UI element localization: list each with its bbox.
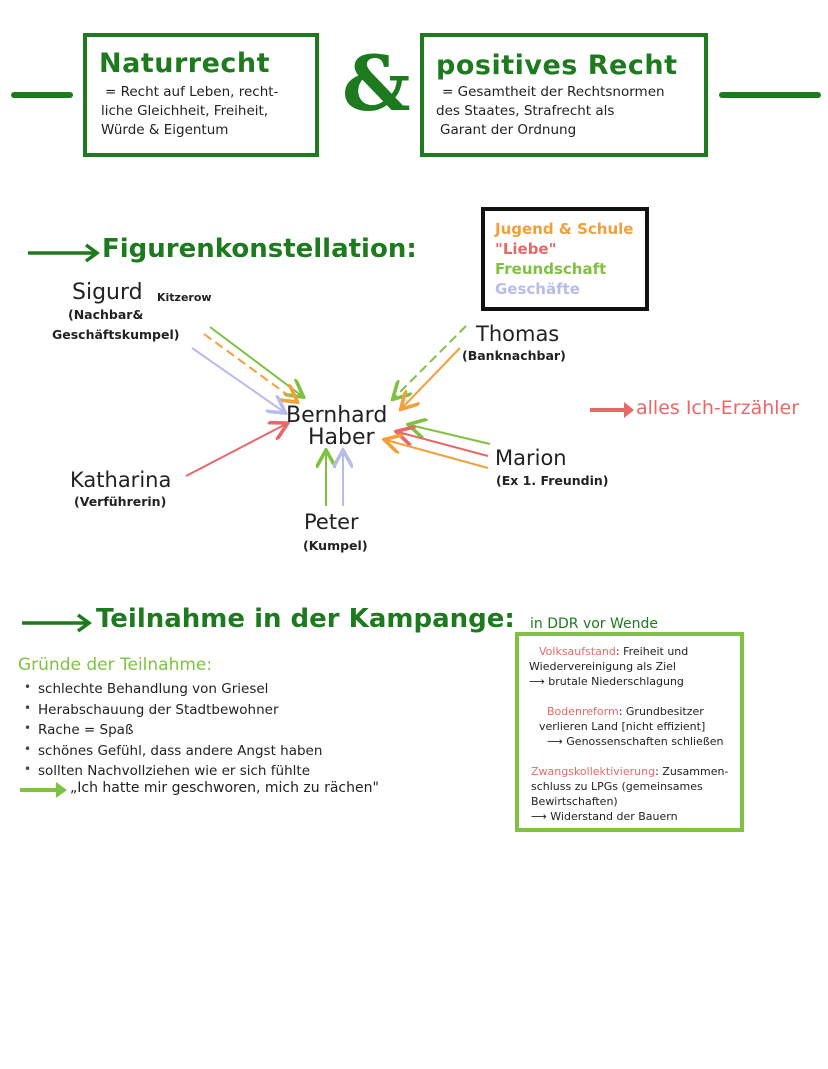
arrow-marion-liebe: [398, 432, 489, 457]
marion-role: (Ex 1. Freundin): [496, 473, 609, 488]
peter-name: Peter: [304, 510, 359, 534]
ddr-text: : Freiheit und: [615, 645, 689, 658]
sigurd-role-2: Geschäftskumpel): [52, 327, 180, 342]
figuren-heading-arrow-icon: [28, 243, 100, 263]
naturrecht-line-1: = Recht auf Leben, recht-: [105, 84, 279, 100]
center-name-line-2: Haber: [308, 425, 375, 450]
ddr-arrow-text: brutale Niederschlagung: [548, 675, 684, 688]
naturrecht-line-2: liche Gleichheit, Freiheit,: [101, 103, 269, 119]
ddr-term-volksaufstand: Volksaufstand: [539, 645, 616, 658]
positives-recht-box: positives Recht = Gesamtheit der Rechtsn…: [420, 33, 708, 157]
legend-item-liebe: "Liebe": [495, 240, 557, 258]
positives-recht-line-1: = Gesamtheit der Rechtsnormen: [442, 84, 665, 100]
arrow-sigurd-freundschaft: [209, 326, 302, 396]
ddr-section-volksaufstand: Volksaufstand: Freiheit und Wiederverein…: [529, 644, 689, 689]
katharina-role: (Verführerin): [74, 494, 167, 509]
list-item: Rache = Spaß: [22, 718, 462, 741]
right-arrow-icon: ⟶: [547, 735, 567, 748]
arrow-katharina-liebe: [185, 424, 286, 477]
ddr-arrow-text: Widerstand der Bauern: [550, 810, 678, 823]
sigurd-role-1: (Nachbar&: [68, 307, 144, 322]
legend-item-geschaefte: Geschäfte: [495, 280, 580, 298]
list-item: schönes Gefühl, dass andere Angst haben: [22, 739, 462, 762]
narrator-arrow-icon: [590, 402, 634, 418]
teilnahme-heading-arrow-icon: [22, 613, 92, 633]
ddr-title: in DDR vor Wende: [530, 616, 659, 632]
list-item: sollten Nachvollziehen wie er sich fühlt…: [22, 759, 462, 782]
positives-recht-line-3: Garant der Ordnung: [440, 122, 577, 138]
legend-item-jugend-schule: Jugend & Schule: [495, 220, 634, 238]
ddr-text: verlieren Land [nicht effizient]: [539, 720, 706, 733]
sigurd-name: Sigurd: [72, 280, 143, 305]
ddr-text: Bewirtschaften): [531, 795, 618, 808]
list-item: schlechte Behandlung von Griesel: [22, 677, 462, 700]
ddr-section-bodenreform: Bodenreform: Grundbesitzer verlieren Lan…: [539, 704, 724, 749]
ddr-text: schluss zu LPGs (gemeinsames: [531, 780, 703, 793]
narrator-note: alles Ich-Erzähler: [636, 397, 800, 419]
figuren-heading: Figurenkonstellation:: [102, 234, 417, 264]
ddr-text: : Zusammen-: [655, 765, 729, 778]
naturrecht-box: Naturrecht = Recht auf Leben, recht- lic…: [83, 33, 319, 157]
katharina-name: Katharina: [70, 468, 172, 492]
legend-item-freundschaft: Freundschaft: [495, 260, 607, 278]
ddr-box: Volksaufstand: Freiheit und Wiederverein…: [515, 632, 744, 832]
center-name-line-1: Bernhard: [286, 403, 388, 428]
arrow-marion-schule: [386, 440, 489, 469]
naturrecht-title: Naturrecht: [99, 48, 271, 79]
ddr-arrow-text: Genossenschaften schließen: [566, 735, 724, 748]
ddr-text: : Grundbesitzer: [618, 705, 704, 718]
ddr-text: Wiedervereinigung als Ziel: [529, 660, 676, 673]
arrow-sigurd-geschaefte: [191, 347, 284, 412]
ampersand: &: [342, 39, 411, 128]
marion-name: Marion: [495, 446, 567, 470]
quote-arrow-icon: [20, 782, 67, 798]
peter-role: (Kumpel): [303, 538, 368, 553]
ddr-term-bodenreform: Bodenreform: [547, 705, 619, 718]
arrow-thomas-schule: [402, 347, 461, 408]
sigurd-surname: Kitzerow: [157, 291, 212, 304]
right-arrow-icon: ⟶: [531, 810, 551, 823]
positives-recht-title: positives Recht: [436, 50, 678, 81]
ddr-section-zwangskollektivierung: Zwangskollektivierung: Zusammen- schluss…: [531, 764, 728, 824]
arrow-marion-freundschaft: [410, 425, 491, 445]
ddr-term-zwangskollektivierung: Zwangskollektivierung: [531, 765, 656, 778]
teilnahme-subheading: Gründe der Teilnahme:: [18, 655, 213, 675]
teilnahme-heading: Teilnahme in der Kampange:: [96, 604, 515, 634]
thomas-role: (Banknachbar): [462, 348, 566, 363]
positives-recht-line-2: des Staates, Strafrecht als: [436, 103, 615, 119]
right-arrow-icon: ⟶: [529, 675, 549, 688]
list-item: Herabschauung der Stadtbewohner: [22, 698, 462, 721]
legend-box: Jugend & Schule "Liebe" Freundschaft Ges…: [481, 207, 649, 311]
arrow-sigurd-schule: [203, 333, 296, 401]
reasons-list: schlechte Behandlung von Griesel Herabsc…: [22, 677, 462, 782]
arrow-thomas-freundschaft: [394, 325, 467, 398]
teilnahme-quote: „Ich hatte mir geschworen, mich zu räche…: [70, 780, 379, 796]
naturrecht-line-3: Würde & Eigentum: [101, 122, 229, 138]
thomas-name: Thomas: [476, 322, 560, 346]
